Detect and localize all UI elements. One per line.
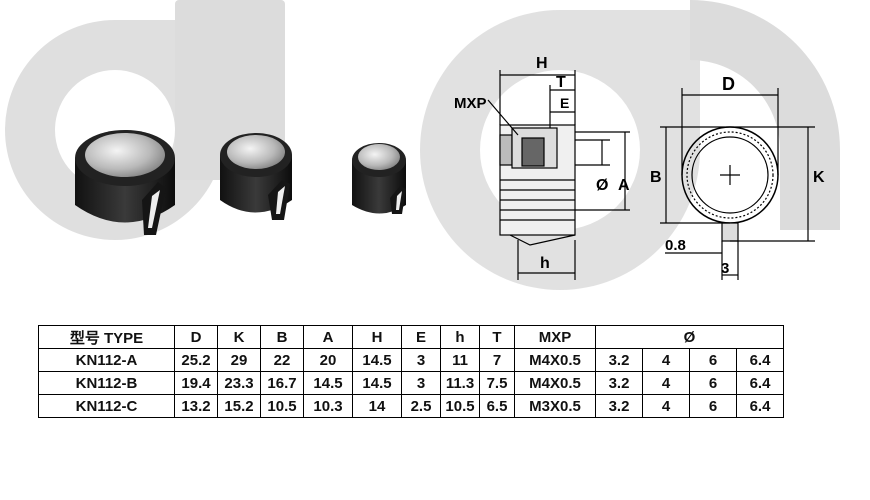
cell-h: 11.3 <box>440 371 480 395</box>
header-A: A <box>303 325 353 349</box>
cell-phi: 6.4 <box>736 371 784 395</box>
cell-H: 14.5 <box>352 348 402 372</box>
header-H: H <box>352 325 402 349</box>
cell-D: 13.2 <box>174 394 218 418</box>
cell-MXP: M4X0.5 <box>514 348 596 372</box>
cell-type: KN112-B <box>38 371 175 395</box>
cell-phi: 6.4 <box>736 348 784 372</box>
cell-T: 7.5 <box>479 371 515 395</box>
cell-phi: 6 <box>689 371 737 395</box>
header-K: K <box>217 325 261 349</box>
cell-K: 15.2 <box>217 394 261 418</box>
cell-A: 20 <box>303 348 353 372</box>
spec-table: 型号 TYPE D K B A H E h T MXP Ø KN112-A 25… <box>38 325 784 418</box>
table-row: KN112-A 25.2 29 22 20 14.5 3 11 7 M4X0.5… <box>38 348 784 372</box>
cell-MXP: M4X0.5 <box>514 371 596 395</box>
knob-photos <box>75 130 406 235</box>
label-E: E <box>560 95 569 111</box>
cell-D: 25.2 <box>174 348 218 372</box>
label-A: A <box>618 177 630 194</box>
knob-medium-image <box>220 133 292 220</box>
header-phi: Ø <box>595 325 784 349</box>
table-row: KN112-C 13.2 15.2 10.5 10.3 14 2.5 10.5 … <box>38 394 784 418</box>
label-0-8: 0.8 <box>665 237 686 254</box>
header-T: T <box>479 325 515 349</box>
cell-E: 2.5 <box>401 394 441 418</box>
label-K: K <box>813 169 825 186</box>
header-B: B <box>260 325 304 349</box>
cell-MXP: M3X0.5 <box>514 394 596 418</box>
cell-type: KN112-A <box>38 348 175 372</box>
cell-A: 14.5 <box>303 371 353 395</box>
cell-K: 29 <box>217 348 261 372</box>
table-row: KN112-B 19.4 23.3 16.7 14.5 14.5 3 11.3 … <box>38 371 784 395</box>
cell-H: 14 <box>352 394 402 418</box>
cell-phi: 3.2 <box>595 348 643 372</box>
knob-large-image <box>75 130 175 235</box>
knob-small-image <box>352 143 406 214</box>
cell-H: 14.5 <box>352 371 402 395</box>
label-H: H <box>536 55 548 72</box>
cell-phi: 4 <box>642 348 690 372</box>
cell-K: 23.3 <box>217 371 261 395</box>
cell-T: 7 <box>479 348 515 372</box>
header-MXP: MXP <box>514 325 596 349</box>
table-header-row: 型号 TYPE D K B A H E h T MXP Ø <box>38 325 784 349</box>
cell-phi: 6 <box>689 394 737 418</box>
cell-h: 10.5 <box>440 394 480 418</box>
cell-B: 16.7 <box>260 371 304 395</box>
label-D: D <box>722 74 735 94</box>
header-type: 型号 TYPE <box>38 325 175 349</box>
cell-D: 19.4 <box>174 371 218 395</box>
label-T: T <box>556 74 566 91</box>
cell-E: 3 <box>401 348 441 372</box>
cell-A: 10.3 <box>303 394 353 418</box>
cell-phi: 6.4 <box>736 394 784 418</box>
cell-T: 6.5 <box>479 394 515 418</box>
header-h: h <box>440 325 480 349</box>
cell-B: 10.5 <box>260 394 304 418</box>
cell-h: 11 <box>440 348 480 372</box>
cell-type: KN112-C <box>38 394 175 418</box>
technical-drawing: H T E MXP Ø A h D B K 0.8 3 <box>454 55 825 280</box>
label-h: h <box>540 255 550 272</box>
label-phi: Ø <box>596 177 608 194</box>
cell-phi: 3.2 <box>595 394 643 418</box>
cell-phi: 6 <box>689 348 737 372</box>
cell-phi: 4 <box>642 394 690 418</box>
header-D: D <box>174 325 218 349</box>
header-E: E <box>401 325 441 349</box>
cell-E: 3 <box>401 371 441 395</box>
label-3: 3 <box>721 260 729 277</box>
cell-phi: 4 <box>642 371 690 395</box>
cell-B: 22 <box>260 348 304 372</box>
cell-phi: 3.2 <box>595 371 643 395</box>
label-MXP: MXP <box>454 95 487 112</box>
label-B: B <box>650 169 662 186</box>
